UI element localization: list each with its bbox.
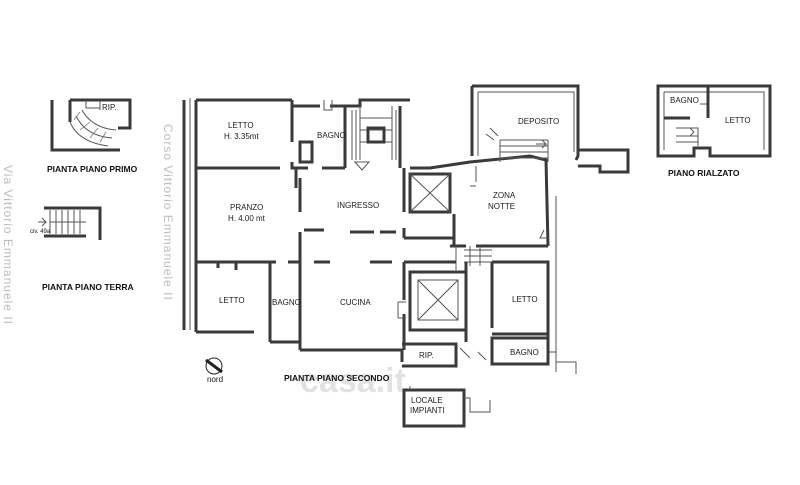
room-bagno-top: BAGNO: [317, 131, 346, 140]
inset-piano-terra: civ. 49a: [30, 206, 102, 240]
room-deposito: DEPOSITO: [518, 117, 559, 126]
room-letto-main-height: H. 3.35mt: [224, 132, 259, 141]
room-pranzo: PRANZO: [230, 203, 263, 212]
main-plan-walls: [182, 84, 630, 428]
street-label-left: Via Vittorio Emmanuele II: [1, 165, 15, 325]
title-piano-rialzato: PIANO RIALZATO: [668, 168, 740, 178]
inset-piano-rialzato: BAGNO LETTO: [656, 84, 772, 158]
room-rip-bottom: RIP.: [419, 351, 434, 360]
street-label-center: Corso Vittorio Emmanuele II: [161, 124, 175, 301]
room-letto-main: LETTO: [228, 121, 254, 130]
watermark: casa.it: [300, 362, 406, 400]
room-letto-rialzato: LETTO: [725, 116, 751, 125]
room-bagno-rialzato: BAGNO: [670, 96, 699, 105]
title-piano-terra: PIANTA PIANO TERRA: [42, 282, 134, 292]
room-letto-right: LETTO: [512, 295, 538, 304]
room-zona: ZONA: [493, 191, 516, 200]
room-letto-bottom-left: LETTO: [219, 296, 245, 305]
room-labels: LETTO H. 3.35mt BAGNO PRANZO H. 4.00 mt …: [219, 117, 559, 415]
north-compass: nord: [205, 357, 223, 384]
title-piano-primo: PIANTA PIANO PRIMO: [47, 164, 138, 174]
room-locale: LOCALE: [411, 396, 443, 405]
compass-label: nord: [207, 375, 223, 384]
room-pranzo-height: H. 4.00 mt: [228, 214, 266, 223]
civ-label: civ. 49a: [30, 229, 51, 235]
room-bagno-right: BAGNO: [510, 348, 539, 357]
room-rip-primo: RIP.: [102, 103, 117, 112]
room-cucina: CUCINA: [340, 298, 371, 307]
inset-piano-primo: RIP.: [50, 98, 132, 152]
room-ingresso: INGRESSO: [337, 201, 379, 210]
title-piano-secondo: PIANTA PIANO SECONDO: [284, 373, 390, 383]
room-bagno-bottom-left: BAGNO: [272, 298, 301, 307]
room-impianti: IMPIANTI: [410, 406, 445, 415]
room-notte: NOTTE: [488, 202, 515, 211]
